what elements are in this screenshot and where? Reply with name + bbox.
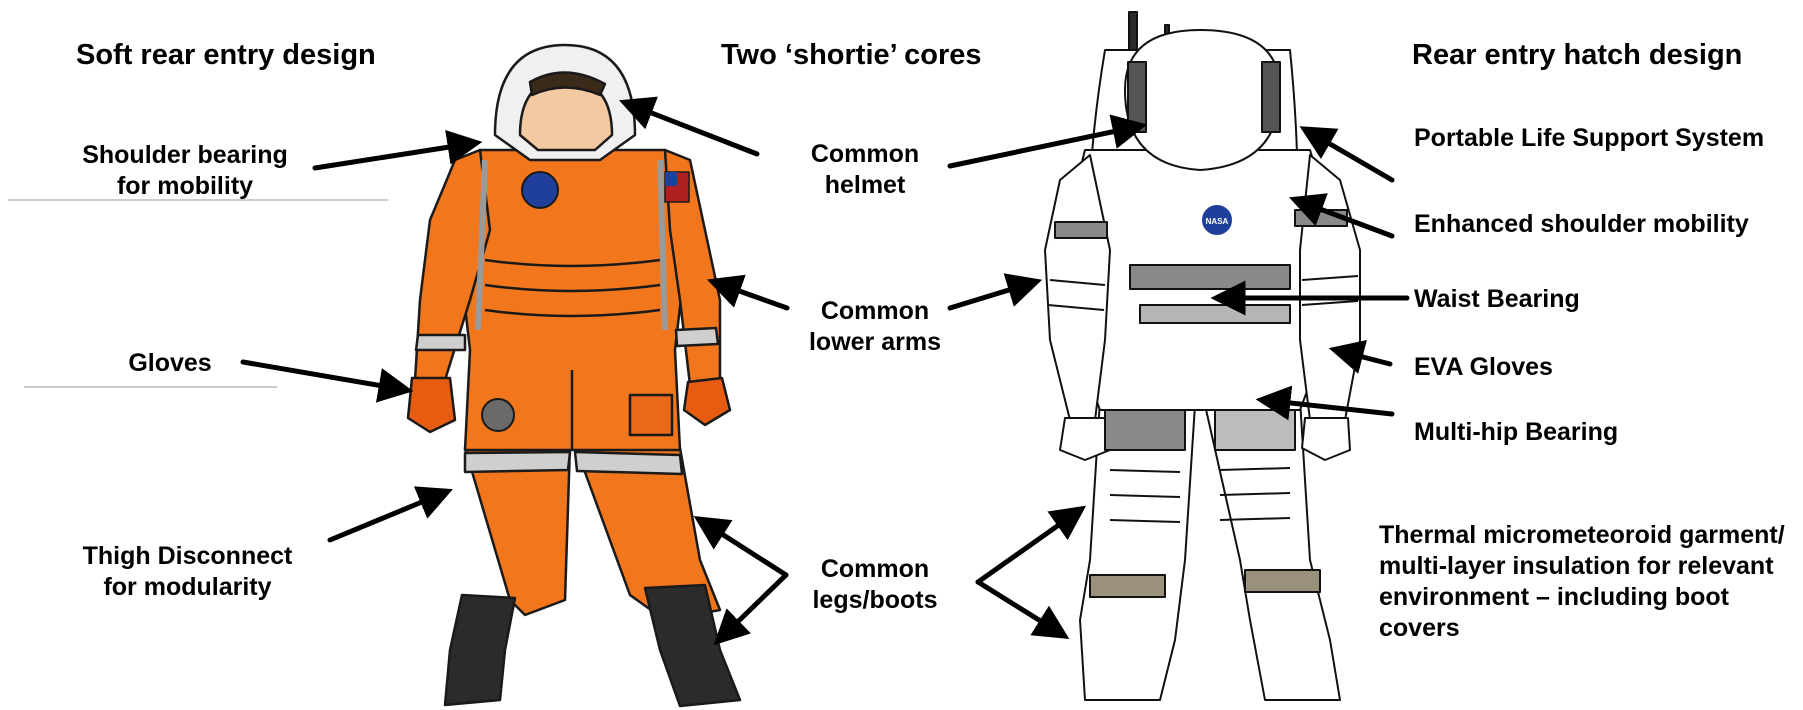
label-thigh-disconnect: Thigh Disconnect for modularity (60, 541, 315, 603)
arrow-legs-orange-upper (700, 520, 786, 575)
nasa-patch-icon (522, 172, 558, 208)
arrow-thigh-disconnect (330, 492, 446, 540)
white-suit-illustration (1045, 12, 1360, 700)
arrow-legs-orange-lower (719, 575, 786, 640)
label-thermal-line1: Thermal micrometeoroid garment/ (1379, 520, 1785, 551)
label-plss: Portable Life Support System (1414, 123, 1764, 154)
label-common-helmet-line2: helmet (780, 170, 950, 201)
label-thermal-line3: environment – including boot (1379, 582, 1785, 613)
label-shoulder-bearing-line2: for mobility (60, 171, 310, 202)
arrow-gloves (243, 362, 406, 390)
label-multi-hip: Multi-hip Bearing (1414, 417, 1618, 448)
label-thermal-garment: Thermal micrometeoroid garment/ multi-la… (1379, 520, 1785, 644)
heading-shortie-cores: Two ‘shortie’ cores (721, 38, 982, 72)
label-shoulder-bearing-line1: Shoulder bearing (60, 140, 310, 171)
label-eva-gloves: EVA Gloves (1414, 352, 1553, 383)
label-thermal-line4: covers (1379, 613, 1785, 644)
label-common-lower-arms-line1: Common (780, 296, 970, 327)
heading-soft-rear-entry: Soft rear entry design (76, 38, 376, 72)
arrow-shoulder-bearing (315, 143, 475, 168)
label-common-helmet: Common helmet (780, 139, 950, 201)
label-enhanced-shoulder: Enhanced shoulder mobility (1414, 209, 1749, 240)
nasa-logo-text: NASA (1206, 217, 1229, 226)
label-thermal-line2: multi-layer insulation for relevant (1379, 551, 1785, 582)
label-common-lower-arms: Common lower arms (780, 296, 970, 358)
arrow-legs-white-lower (978, 582, 1063, 635)
label-waist-bearing: Waist Bearing (1414, 284, 1580, 315)
label-common-helmet-line1: Common (780, 139, 950, 170)
label-common-legs-boots-line1: Common (790, 554, 960, 585)
label-thigh-disconnect-line2: for modularity (60, 572, 315, 603)
heading-rear-hatch: Rear entry hatch design (1412, 38, 1742, 72)
label-common-legs-boots-line2: legs/boots (790, 585, 960, 616)
label-thigh-disconnect-line1: Thigh Disconnect (60, 541, 315, 572)
label-common-legs-boots: Common legs/boots (790, 554, 960, 616)
label-gloves: Gloves (100, 348, 240, 379)
label-shoulder-bearing: Shoulder bearing for mobility (60, 140, 310, 202)
label-common-lower-arms-line2: lower arms (780, 327, 970, 358)
arrow-legs-white-upper (978, 510, 1080, 582)
arrow-helmet-orange (626, 103, 757, 154)
arrow-arms-orange (714, 282, 787, 308)
mission-patch-icon (482, 399, 514, 431)
